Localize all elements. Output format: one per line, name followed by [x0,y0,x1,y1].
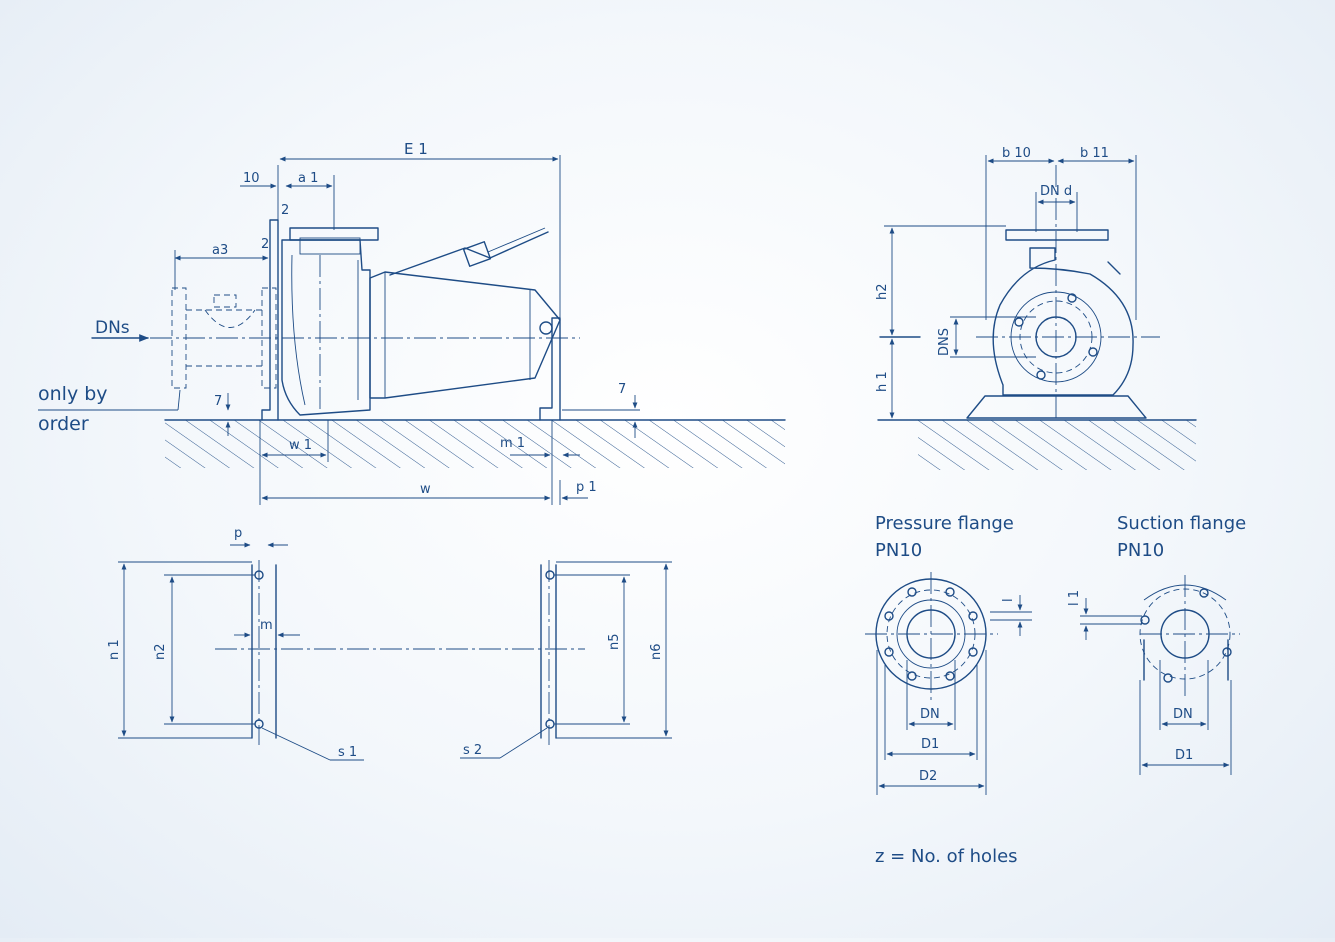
dim-p1: p 1 [576,480,597,495]
dim-press-DN: DN [920,707,940,722]
front-view: b 10 b 11 DN d h2 h 1 DNS [875,146,1197,470]
dim-m: m [260,618,273,633]
ground-hatch-left [165,420,785,468]
dim-press-D1: D1 [921,737,939,752]
pressure-flange-pn: PN10 [875,540,923,561]
dim-7-left: 7 [214,394,222,409]
dim-n5: n5 [607,633,622,650]
suction-flange-pn: PN10 [1117,540,1165,561]
suction-flange-title: Suction flange [1117,513,1247,534]
dim-DNs: DNs [95,318,130,338]
dim-b11: b 11 [1080,146,1109,161]
dim-p: p [234,526,242,541]
dim-7-right: 7 [618,382,626,397]
holes-note: z = No. of holes [875,846,1018,867]
ground-hatch-right [918,420,1196,470]
dim-h2: h2 [875,283,890,300]
only-by-order-line2: order [38,413,89,435]
dim-w1: w 1 [289,438,312,453]
dim-n6: n6 [649,643,664,660]
base-plan: n 1 n2 n5 n6 p m s 1 s 2 [107,526,672,761]
dim-suct-l1: l 1 [1067,590,1082,606]
dim-a3: a3 [212,243,228,258]
suction-flange-view: DN D1 l 1 [1067,575,1240,775]
dim-n2: n2 [153,643,168,660]
dim-h1: h 1 [875,371,890,392]
dim-suct-D1: D1 [1175,748,1193,763]
dim-a1: a 1 [298,171,318,186]
dim-n1: n 1 [107,639,122,660]
dim-DNd: DN d [1040,184,1072,199]
only-by-order-line1: only by [38,383,108,405]
dim-m1: m 1 [500,436,525,451]
dim-press-l: l [1001,598,1016,602]
dim-suct-DN: DN [1173,707,1193,722]
dim-w: w [420,482,431,497]
dim-s2: s 2 [463,743,482,758]
dim-press-D2: D2 [919,769,937,784]
dim-b10: b 10 [1002,146,1031,161]
dim-s1: s 1 [338,745,357,760]
dim-2-upper: 2 [281,203,289,218]
pressure-flange-title: Pressure flange [875,513,1014,534]
dim-E1: E 1 [404,140,428,158]
dim-DNS-front: DNS [937,328,952,356]
dim-10: 10 [243,171,260,186]
dim-2-lower: 2 [261,237,269,252]
side-view: E 1 10 a 1 2 2 a3 DNs 7 7 w 1 m 1 [38,140,786,505]
pressure-flange-view: DN D1 D2 l [865,572,1032,795]
